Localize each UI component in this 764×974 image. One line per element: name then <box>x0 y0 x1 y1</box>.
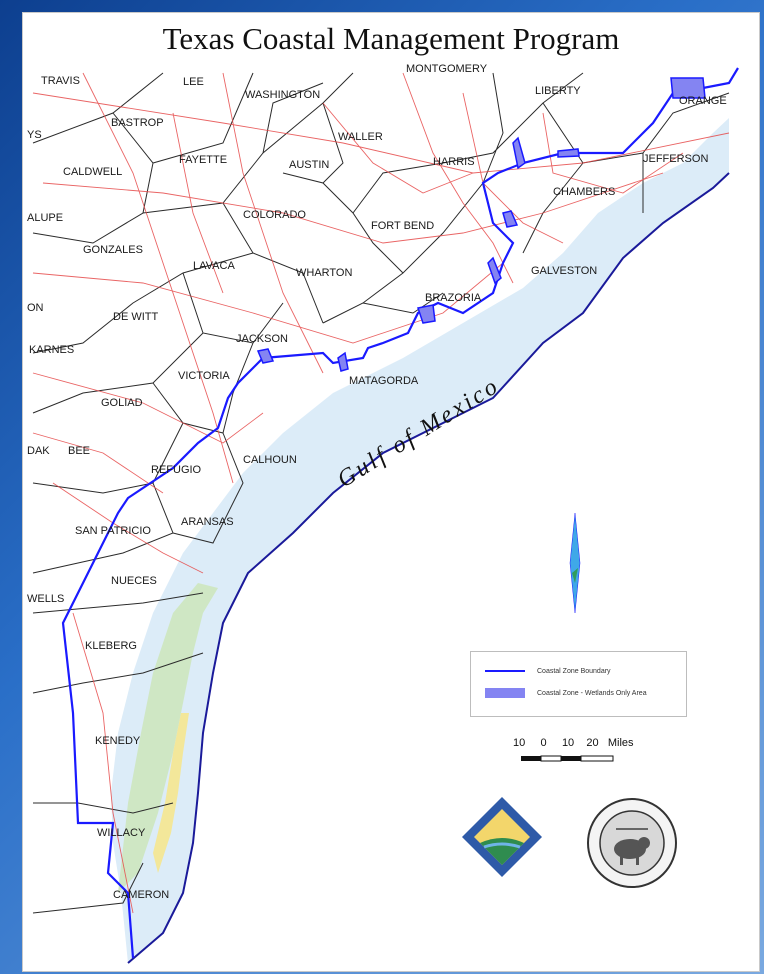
county-label: HARRIS <box>433 156 475 168</box>
county-label: WELLS <box>27 593 65 605</box>
county-label: CALDWELL <box>63 166 123 178</box>
county-label: SAN PATRICIO <box>75 525 151 537</box>
map-legend: Coastal Zone Boundary Coastal Zone - Wet… <box>470 651 687 717</box>
scale-label: 20 <box>586 737 599 749</box>
county-label: LIBERTY <box>535 85 581 97</box>
county-label: WILLACY <box>97 827 146 839</box>
county-label: MONTGOMERY <box>406 63 488 75</box>
scale-label: 0 <box>540 737 547 749</box>
legend-wetlands-row: Coastal Zone - Wetlands Only Area <box>485 686 647 700</box>
county-label: REFUGIO <box>151 464 202 476</box>
county-label: KENEDY <box>95 735 141 747</box>
county-label: COLORADO <box>243 209 306 221</box>
county-label: BEE <box>68 445 91 457</box>
county-label: ALUPE <box>27 212 64 224</box>
county-label: JACKSON <box>236 333 288 345</box>
county-label: LEE <box>183 76 204 88</box>
county-label: WHARTON <box>296 267 353 279</box>
scale-bar-graphic <box>521 755 614 762</box>
county-label: YS <box>27 129 42 141</box>
county-label: BASTROP <box>111 117 164 129</box>
county-label: NUECES <box>111 575 157 587</box>
county-label: AUSTIN <box>289 159 330 171</box>
county-label: CALHOUN <box>243 454 297 466</box>
legend-boundary-row: Coastal Zone Boundary <box>485 664 611 678</box>
texas-coast-map <box>32 67 739 964</box>
county-label: MATAGORDA <box>349 375 419 387</box>
scale-bar: 10 0 10 20 Miles <box>513 737 663 777</box>
county-label: GOLIAD <box>101 397 143 409</box>
county-label: CAMERON <box>113 889 170 901</box>
county-label: BRAZORIA <box>425 292 482 304</box>
county-label: DAK <box>27 445 50 457</box>
county-label: ARANSAS <box>181 516 234 528</box>
seaward-boundary <box>127 172 730 964</box>
legend-boundary-label: Coastal Zone Boundary <box>537 667 611 675</box>
county-lines <box>32 72 730 914</box>
county-label: WALLER <box>338 131 383 143</box>
north-arrow-icon <box>569 512 581 614</box>
scale-label: Miles <box>607 737 634 749</box>
county-label: GALVESTON <box>531 265 598 277</box>
road-network <box>32 72 730 914</box>
scale-labels: 10 0 10 20 Miles <box>513 737 663 749</box>
map-title: Texas Coastal Management Program <box>162 21 620 56</box>
wetlands-swatch <box>485 688 525 698</box>
county-label: ORANGE <box>679 95 727 107</box>
county-label: KARNES <box>29 344 75 356</box>
beach-sand <box>153 713 189 873</box>
county-label: DE WITT <box>113 311 159 323</box>
coastal-vegetation <box>118 583 218 893</box>
boundary-line-swatch <box>485 670 525 672</box>
county-label: VICTORIA <box>178 370 230 382</box>
map-page: Texas Coastal Management Program TRAVIS … <box>22 12 760 972</box>
coastal-zone-boundary <box>61 67 739 959</box>
county-label: ON <box>27 302 44 314</box>
county-label: JEFFERSON <box>643 153 709 165</box>
county-label: FORT BEND <box>371 220 435 232</box>
scale-label: 10 <box>513 737 526 749</box>
county-label: LAVACA <box>193 260 235 272</box>
legend-wetlands-label: Coastal Zone - Wetlands Only Area <box>537 689 647 697</box>
wetlands-only-areas <box>256 77 706 372</box>
county-label: GONZALES <box>83 244 143 256</box>
coastal-program-logo-icon <box>462 797 542 877</box>
county-label: KLEBERG <box>85 640 137 652</box>
general-land-office-seal-icon <box>587 798 677 888</box>
county-label: WASHINGTON <box>245 89 321 101</box>
scale-label: 10 <box>561 737 575 749</box>
county-label: FAYETTE <box>179 154 228 166</box>
coastal-water-zone <box>111 118 729 963</box>
county-label: TRAVIS <box>41 75 80 87</box>
county-label: CHAMBERS <box>553 186 616 198</box>
